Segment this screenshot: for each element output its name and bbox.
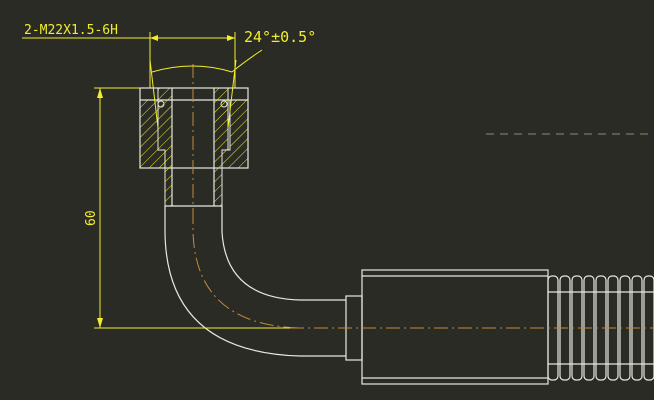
thread-dimension[interactable]: 2-M22X1.5-6H	[22, 23, 236, 88]
angle-ext-right	[227, 59, 237, 129]
elbow-centerline	[192, 210, 301, 329]
elbow-bend[interactable]	[164, 206, 346, 357]
angle-arc	[151, 65, 233, 73]
height-dimension[interactable]: 60	[84, 87, 290, 329]
angle-callout-text: 24°±0.5°	[244, 28, 316, 46]
connector-sleeve[interactable]	[345, 269, 549, 385]
angle-ext-left	[149, 59, 159, 129]
elbow-outer-wall	[164, 206, 346, 357]
angle-leader	[231, 49, 263, 73]
height-arrow-top	[97, 88, 103, 98]
height-dimension-text: 60	[84, 210, 99, 226]
sleeve-body	[361, 269, 549, 385]
thread-callout-text: 2-M22X1.5-6H	[24, 23, 118, 38]
angle-dimension[interactable]: 24°±0.5°	[149, 28, 316, 129]
thread-arrow-right	[227, 35, 235, 41]
thread-arrow-left	[150, 35, 158, 41]
elbow-inner-wall	[221, 206, 346, 301]
fitting-left-hatch	[157, 87, 173, 207]
height-arrow-bottom	[97, 318, 103, 328]
nut-section[interactable]	[139, 87, 249, 169]
fitting-right-hatch	[213, 87, 229, 207]
